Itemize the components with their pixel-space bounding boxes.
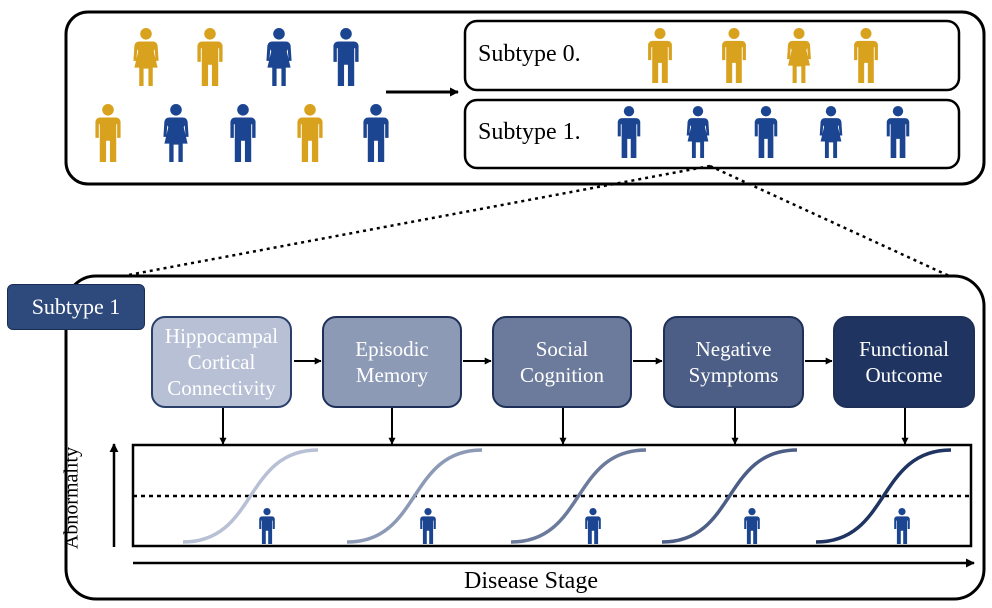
person-male-icon [420, 508, 436, 544]
person-male-icon [333, 28, 359, 86]
person-male-icon [894, 508, 910, 544]
progression-curve [510, 448, 647, 544]
person-female-icon [133, 28, 159, 86]
stage-hippocampal-cortical-connectivity: Hippocampal Cortical Connectivity [151, 316, 292, 408]
person-male-icon [648, 28, 672, 83]
subtype-0-label: Subtype 0. [478, 41, 581, 67]
progression-curve [182, 448, 319, 544]
person-female-icon [266, 28, 292, 86]
zoom-line-left [122, 164, 711, 278]
stage-episodic-memory: Episodic Memory [322, 316, 462, 408]
subtype-0-box [463, 19, 961, 92]
person-male-icon [259, 508, 275, 544]
subtype-badge: Subtype 1 [7, 284, 145, 330]
stage-functional-outcome: Functional Outcome [833, 316, 975, 408]
person-male-icon [297, 104, 323, 162]
stage-negative-symptoms: Negative Symptoms [663, 316, 804, 408]
person-male-icon [886, 106, 910, 158]
progression-curve [815, 448, 952, 544]
stage-social-cognition: Social Cognition [492, 316, 632, 408]
x-axis-label: Disease Stage [464, 568, 598, 594]
person-male-icon [95, 104, 121, 162]
person-female-icon [819, 106, 843, 158]
progression-curve [346, 448, 483, 544]
person-female-icon [163, 104, 189, 162]
person-male-icon [854, 28, 878, 83]
person-male-icon [585, 508, 601, 544]
subtype-1-label: Subtype 1. [478, 119, 581, 145]
person-male-icon [744, 508, 760, 544]
person-male-icon [617, 106, 641, 158]
progression-curve [661, 448, 798, 544]
person-male-icon [230, 104, 256, 162]
person-male-icon [722, 28, 746, 83]
person-female-icon [686, 106, 710, 158]
person-male-icon [754, 106, 778, 158]
y-axis-label: Abnormality [60, 446, 83, 550]
person-male-icon [363, 104, 389, 162]
person-female-icon [787, 28, 811, 83]
person-male-icon [197, 28, 223, 86]
